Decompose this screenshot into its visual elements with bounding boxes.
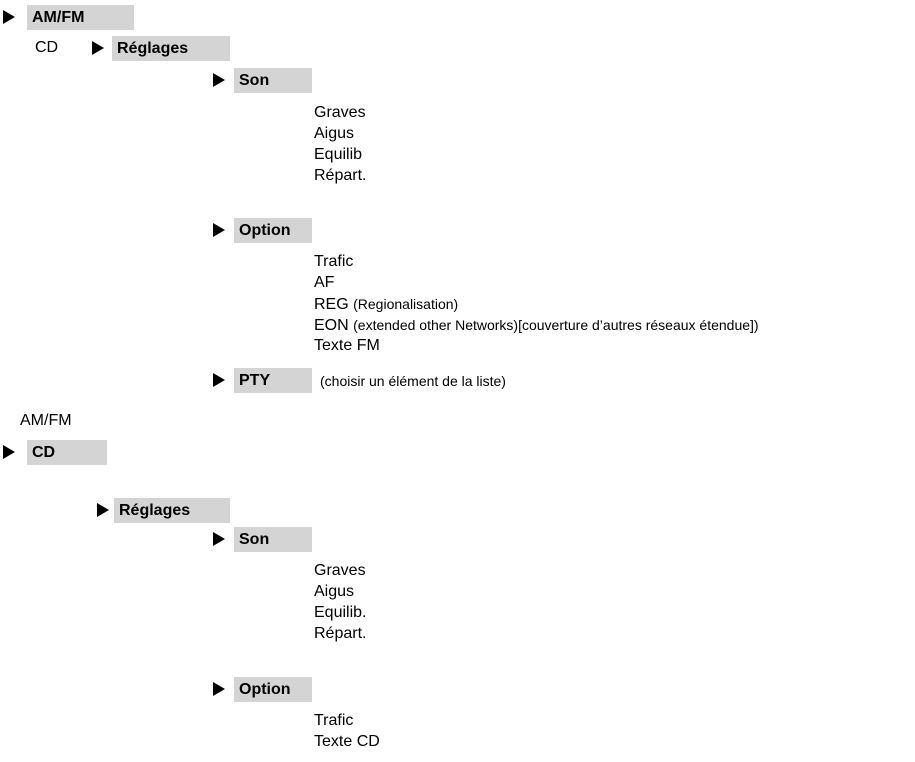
menu-item-option-2[interactable]: Option	[234, 677, 312, 702]
son-item-equilib-2[interactable]: Equilib.	[314, 604, 367, 621]
option-item-eon[interactable]: EON (extended other Networks)[couverture…	[314, 315, 759, 336]
menu-item-reglages[interactable]: Réglages	[112, 36, 230, 61]
reg-label: REG	[314, 296, 349, 313]
menu-item-cd-2[interactable]: CD	[27, 440, 107, 465]
option-item-af[interactable]: AF	[314, 274, 335, 291]
menu-item-am-fm[interactable]: AM/FM	[27, 5, 134, 30]
pty-note: (choisir un élément de la liste)	[320, 373, 506, 389]
menu-item-cd[interactable]: CD	[35, 39, 59, 56]
son-item-graves[interactable]: Graves	[314, 104, 366, 121]
menu-item-son[interactable]: Son	[234, 68, 312, 93]
son-item-equilib[interactable]: Equilib	[314, 146, 363, 163]
son-item-repart[interactable]: Répart.	[314, 167, 367, 184]
eon-note: (extended other Networks)[couverture d’a…	[353, 317, 759, 333]
option-item-reg[interactable]: REG (Regionalisation)	[314, 294, 458, 315]
son-item-aigus[interactable]: Aigus	[314, 125, 355, 142]
menu-item-option[interactable]: Option	[234, 218, 312, 243]
arrow-icon	[97, 503, 109, 517]
option-item-texte-fm[interactable]: Texte FM	[314, 337, 380, 354]
arrow-icon	[3, 445, 15, 459]
arrow-icon	[3, 10, 15, 24]
arrow-icon	[92, 41, 104, 55]
son-item-repart-2[interactable]: Répart.	[314, 625, 367, 642]
option-item-trafic-2[interactable]: Trafic	[314, 712, 354, 729]
eon-label: EON	[314, 317, 349, 334]
arrow-icon	[213, 73, 225, 87]
reg-note: (Regionalisation)	[353, 296, 459, 312]
arrow-icon	[213, 682, 225, 696]
option-item-trafic[interactable]: Trafic	[314, 253, 354, 270]
arrow-icon	[213, 373, 225, 387]
menu-item-son-2[interactable]: Son	[234, 527, 312, 552]
option-item-texte-cd[interactable]: Texte CD	[314, 733, 380, 750]
arrow-icon	[213, 532, 225, 546]
arrow-icon	[213, 223, 225, 237]
menu-item-am-fm-2[interactable]: AM/FM	[20, 412, 72, 429]
menu-item-pty[interactable]: PTY	[234, 368, 312, 393]
son-item-aigus-2[interactable]: Aigus	[314, 583, 355, 600]
son-item-graves-2[interactable]: Graves	[314, 562, 366, 579]
menu-item-reglages-2[interactable]: Réglages	[114, 498, 230, 523]
